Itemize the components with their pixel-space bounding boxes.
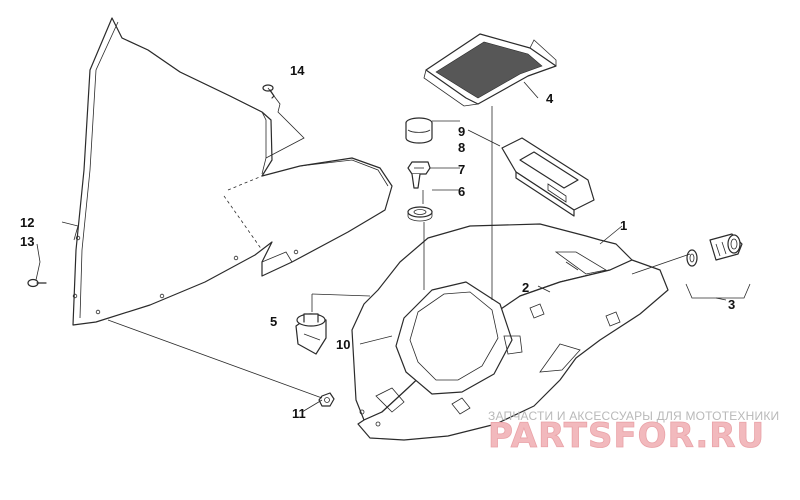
callout-13: 13	[20, 234, 34, 249]
watermark-subtitle: ЗАПЧАСТИ И АКСЕССУАРЫ ДЛЯ МОТОТЕХНИКИ	[488, 409, 779, 423]
nut-11-part	[318, 392, 335, 407]
callout-5: 5	[270, 314, 277, 329]
rivet-14-part	[262, 84, 275, 99]
callout-4: 4	[546, 91, 554, 106]
callout-9: 9	[458, 124, 465, 139]
switch-5-part	[295, 313, 327, 355]
module-9-part	[501, 137, 595, 217]
watermark-brand-logo: PARTSFOR.RU	[488, 416, 765, 456]
leader-lines	[35, 81, 751, 413]
ring-nut-6-part	[407, 206, 433, 222]
callout-14: 14	[290, 63, 305, 78]
key-7-part	[407, 161, 431, 189]
windshield-part	[72, 17, 393, 326]
callout-8: 8	[458, 140, 465, 155]
socket-ring-part	[686, 249, 698, 267]
callout-10: 10	[336, 337, 350, 352]
mesh-pocket-4-part	[423, 33, 557, 107]
callout-2: 2	[522, 280, 529, 295]
callout-7: 7	[458, 162, 465, 177]
callout-11: 11	[292, 406, 306, 421]
socket-3-part	[709, 233, 743, 261]
callout-3: 3	[728, 297, 735, 312]
watermark: ЗАПЧАСТИ И АКСЕССУАРЫ ДЛЯ МОТОТЕХНИКИ PA…	[488, 409, 780, 456]
hood-1-part	[351, 223, 669, 441]
callout-6: 6	[458, 184, 465, 199]
screw-13-part	[27, 278, 47, 288]
callout-12: 12	[20, 215, 34, 230]
callout-labels: 1 2 3 4 5 6 7 8 9 10 11 12 13 14	[20, 63, 735, 421]
callout-1: 1	[620, 218, 627, 233]
cap-8-part	[405, 117, 433, 144]
